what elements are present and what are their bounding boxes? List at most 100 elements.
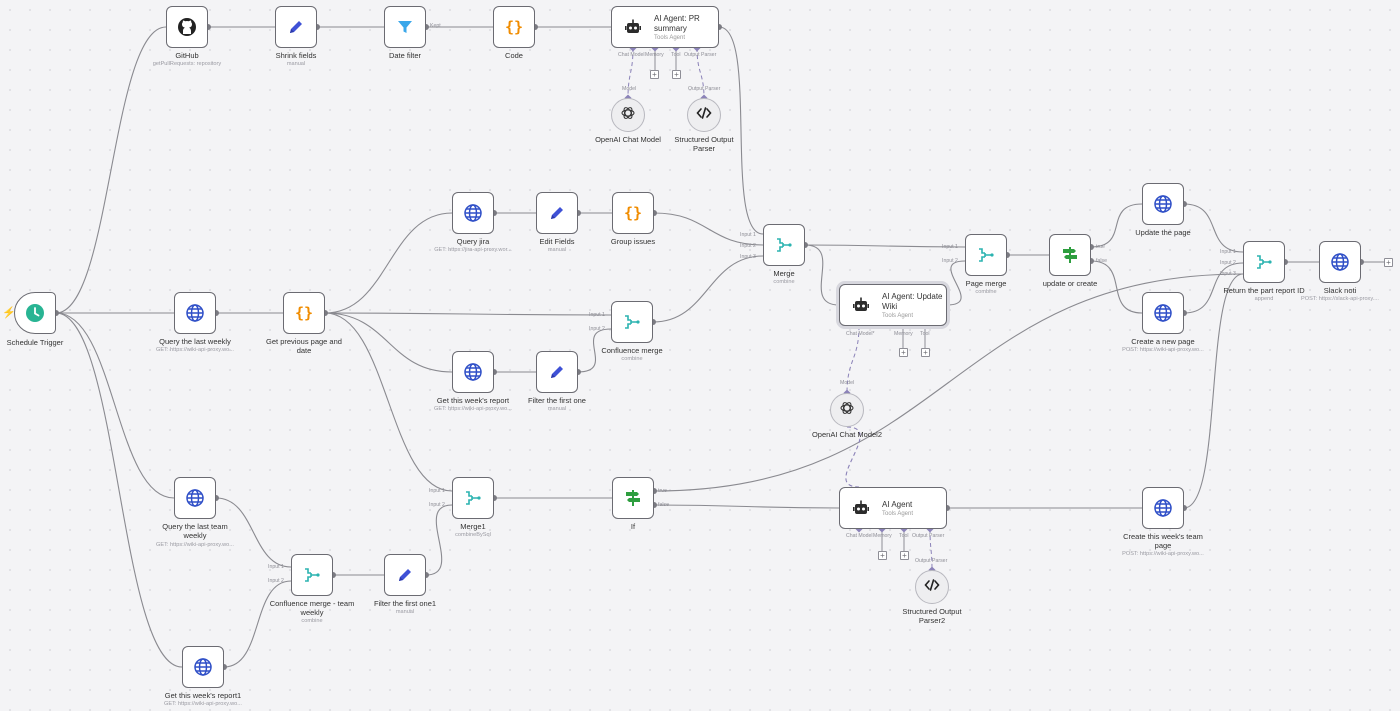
port-label-return-input2: Input 2 <box>1220 260 1236 266</box>
node-sublabel-query-last-team-weekly: GET: https://wiki-api-proxy.wo... <box>156 542 234 548</box>
node-structured-output-parser2[interactable] <box>915 570 949 604</box>
edge-if-false-agent[interactable] <box>653 504 840 509</box>
add-memory-button-pr[interactable]: + <box>650 70 659 79</box>
node-shrink-fields[interactable] <box>275 6 317 48</box>
node-merge1[interactable] <box>452 477 494 519</box>
node-confluence-merge[interactable] <box>611 301 653 343</box>
node-ai-agent-pr-summary[interactable]: AI Agent: PR summary Tools Agent <box>611 6 719 48</box>
globe-icon <box>1330 252 1350 272</box>
edge-report1-confluence-team[interactable] <box>223 580 292 668</box>
funnel-icon <box>395 17 415 37</box>
node-openai-chat-model2[interactable] <box>830 393 864 427</box>
add-tool-button-3[interactable]: + <box>900 551 909 560</box>
node-filter-first-one1[interactable] <box>384 554 426 596</box>
node-github[interactable] <box>166 6 208 48</box>
edge-getprev-confluence[interactable] <box>324 312 612 316</box>
node-sublabel-merge1: combineBySql <box>455 532 491 538</box>
node-sublabel-shrink-fields: manual <box>286 61 306 67</box>
edge-filter1-merge1[interactable] <box>425 504 453 576</box>
edge-create-team-return[interactable] <box>1183 273 1244 509</box>
port-label-merge1-input2: Input 2 <box>429 502 445 508</box>
node-sublabel-confluence-merge-team: combine <box>301 618 323 624</box>
node-return-part-report-id[interactable] <box>1243 241 1285 283</box>
node-group-issues[interactable]: {} <box>612 192 654 234</box>
port-label-memory-wiki: Memory <box>894 331 913 337</box>
add-tool-button-pr[interactable]: + <box>672 70 681 79</box>
node-sublabel-get-this-weeks-report: GET: https://wiki-api-proxy.wo... <box>434 406 512 412</box>
robot-icon <box>624 18 642 36</box>
node-sublabel-page-merge: combine <box>975 289 997 295</box>
agent-title-update-wiki: AI Agent: Update Wiki <box>882 291 943 311</box>
port-label-false-1: false <box>1096 258 1107 264</box>
add-memory-button-3[interactable]: + <box>878 551 887 560</box>
port-label-tool-3: Tool <box>899 533 909 539</box>
pencil-icon <box>286 17 306 37</box>
node-get-this-weeks-report1[interactable] <box>182 646 224 688</box>
node-sublabel-return-part-report-id: append <box>1254 296 1274 302</box>
port-label-merge-input1: Input 1 <box>740 232 756 238</box>
node-get-this-weeks-report[interactable] <box>452 351 494 393</box>
port-label-merge1-input1: Input 1 <box>429 488 445 494</box>
node-sublabel-filter-first-one1: manual <box>395 609 415 615</box>
port-label-output-parser-3: Output Parser <box>912 533 945 539</box>
port-label-merge-input3: Input 3 <box>740 254 756 260</box>
svg-text:{}: {} <box>505 18 523 36</box>
port-label-return-input1: Input 1 <box>1220 249 1236 255</box>
node-label-schedule-trigger: Schedule Trigger <box>6 338 64 347</box>
port-label-kept: Kept <box>430 23 441 29</box>
node-ai-agent-update-wiki[interactable]: AI Agent: Update Wiki Tools Agent <box>839 284 947 326</box>
node-date-filter[interactable] <box>384 6 426 48</box>
node-page-merge[interactable] <box>965 234 1007 276</box>
globe-icon <box>1153 303 1173 323</box>
openai-icon <box>839 400 855 421</box>
openai-icon <box>620 105 636 126</box>
github-icon <box>177 17 197 37</box>
node-code[interactable]: {} <box>493 6 535 48</box>
node-query-last-team-weekly[interactable] <box>174 477 216 519</box>
node-confluence-merge-team[interactable] <box>291 554 333 596</box>
merge-icon <box>976 245 996 265</box>
edge-agent-pr-merge[interactable] <box>718 26 764 235</box>
merge-icon <box>774 235 794 255</box>
code-tag-icon <box>924 577 940 598</box>
add-tool-button-wiki[interactable]: + <box>921 348 930 357</box>
node-get-previous-page[interactable]: {} <box>283 292 325 334</box>
node-label-query-last-weekly: Query the last weekly <box>159 337 231 346</box>
edge-getprev-jira[interactable] <box>324 212 453 314</box>
node-openai-chat-model[interactable] <box>611 98 645 132</box>
merge-icon <box>463 488 483 508</box>
edge-merge-pagemerge[interactable] <box>804 244 966 248</box>
node-filter-first-one[interactable] <box>536 351 578 393</box>
node-structured-output-parser[interactable] <box>687 98 721 132</box>
edge-trigger-get-report1[interactable] <box>55 312 183 668</box>
node-update-or-create[interactable] <box>1049 234 1091 276</box>
port-label-merge-input2: Input 2 <box>740 243 756 249</box>
node-label-get-this-weeks-report: Get this week's report <box>436 396 510 405</box>
port-label-confluence-input1: Input 1 <box>589 312 605 318</box>
node-query-last-weekly[interactable] <box>174 292 216 334</box>
node-create-new-page[interactable] <box>1142 292 1184 334</box>
node-if[interactable] <box>612 477 654 519</box>
edge-confluence-merge[interactable] <box>652 255 764 323</box>
add-next-node-button[interactable]: + <box>1384 258 1393 267</box>
node-ai-agent[interactable]: AI Agent Tools Agent <box>839 487 947 529</box>
node-update-the-page[interactable] <box>1142 183 1184 225</box>
port-label-model-1: Model <box>622 86 637 92</box>
edge-true-update-page[interactable] <box>1090 203 1143 248</box>
robot-icon <box>852 499 870 517</box>
node-label-return-part-report-id: Return the part report ID <box>1223 286 1305 295</box>
node-merge[interactable] <box>763 224 805 266</box>
node-query-jira[interactable] <box>452 192 494 234</box>
edge-trigger-github[interactable] <box>55 26 167 314</box>
node-label-filter-first-one: Filter the first one <box>528 396 586 405</box>
agent-sub-ai-agent: Tools Agent <box>882 510 914 517</box>
node-edit-fields[interactable] <box>536 192 578 234</box>
node-create-team-page[interactable] <box>1142 487 1184 529</box>
node-slack-noti[interactable] <box>1319 241 1361 283</box>
agent-title-ai-agent: AI Agent <box>882 499 913 509</box>
node-label-edit-fields: Edit Fields <box>539 237 575 246</box>
add-memory-button-wiki[interactable]: + <box>899 348 908 357</box>
globe-icon <box>185 488 205 508</box>
node-schedule-trigger[interactable] <box>14 292 56 334</box>
